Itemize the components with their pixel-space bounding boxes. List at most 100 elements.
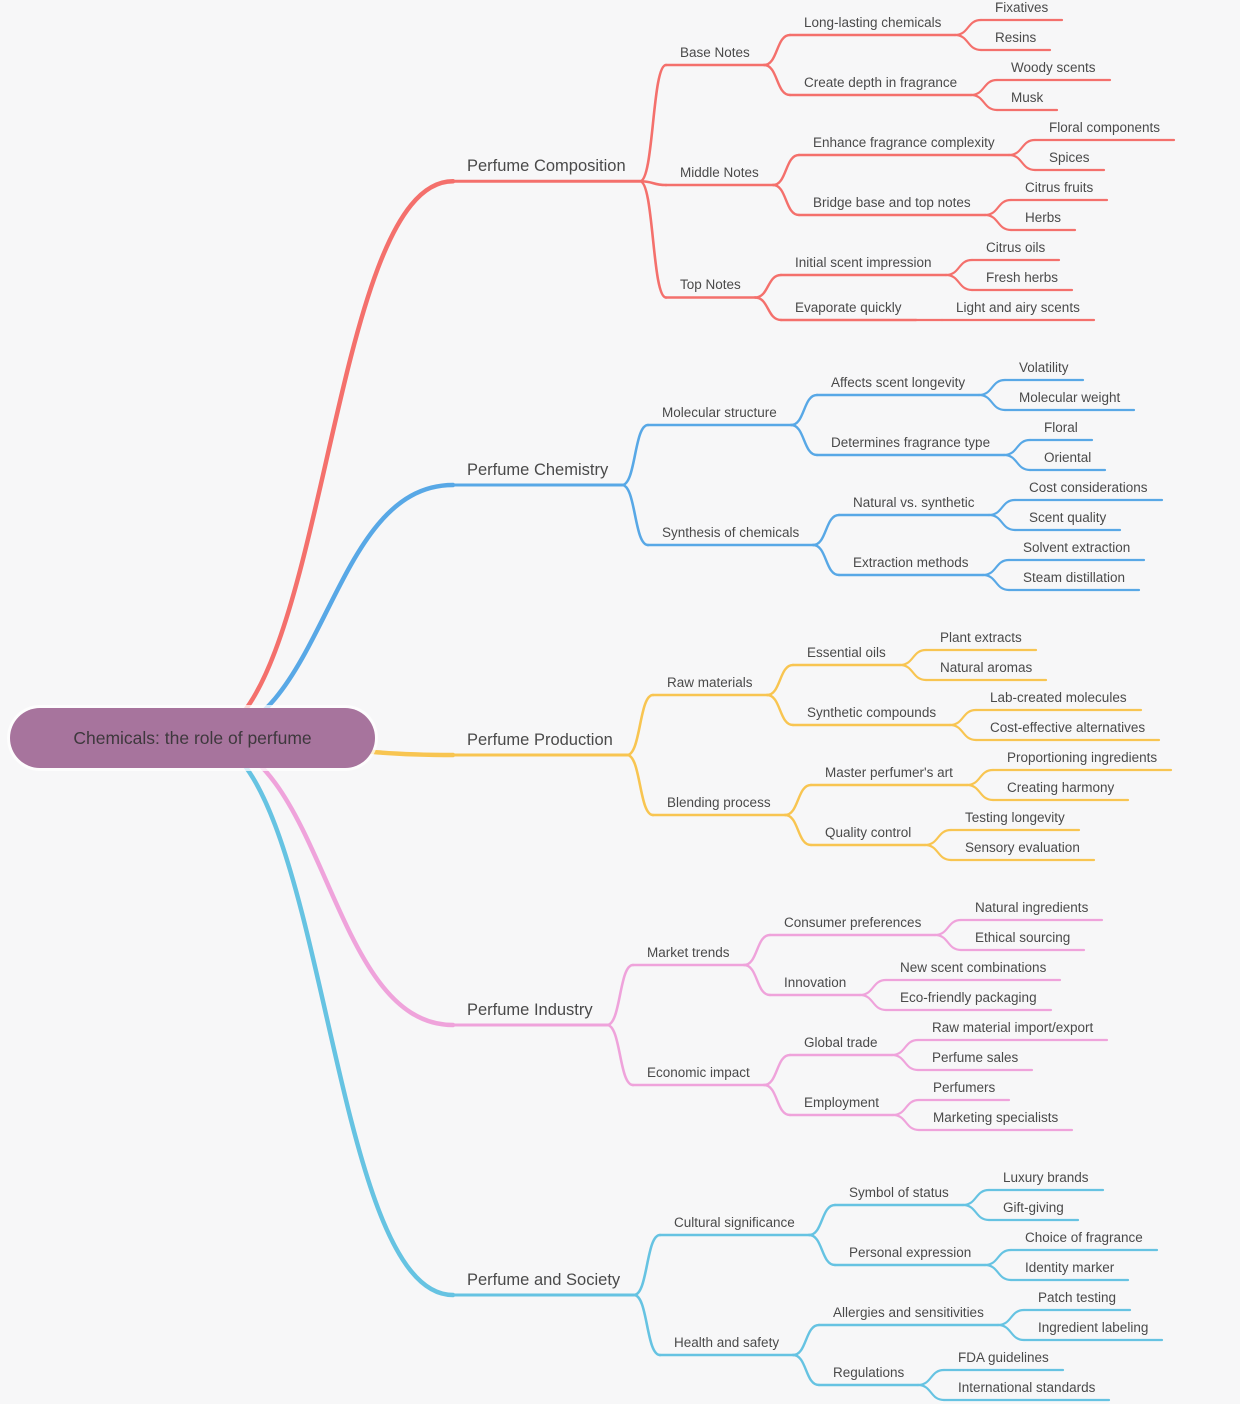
branch-link — [783, 783, 813, 817]
mindmap-node[interactable]: Resins — [995, 29, 1037, 45]
mindmap-node[interactable]: Fixatives — [995, 0, 1049, 15]
mindmap-node[interactable]: Woody scents — [1011, 59, 1096, 75]
mindmap-node[interactable]: Identity marker — [1025, 1259, 1115, 1275]
mindmap-node[interactable]: Lab-created molecules — [990, 689, 1127, 705]
mindmap-node[interactable]: Synthetic compounds — [807, 704, 937, 720]
mindmap-node[interactable]: Creating harmony — [1007, 779, 1115, 795]
mindmap-node[interactable]: Perfume and Society — [467, 1270, 621, 1289]
mindmap-node[interactable]: Essential oils — [807, 644, 886, 660]
mindmap-node[interactable]: Cultural significance — [674, 1214, 795, 1230]
branch-link — [638, 63, 668, 183]
branch-link — [948, 708, 978, 727]
mindmap-node[interactable]: FDA guidelines — [958, 1349, 1049, 1365]
branch-link — [981, 558, 1011, 577]
mindmap-node[interactable]: Testing longevity — [965, 809, 1065, 825]
mindmap-node[interactable]: Employment — [804, 1094, 880, 1110]
mindmap-node[interactable]: International standards — [958, 1379, 1096, 1395]
mindmap-node[interactable]: Long-lasting chemicals — [804, 14, 942, 30]
branch-link — [762, 1083, 792, 1117]
mindmap-node[interactable]: Sensory evaluation — [965, 839, 1080, 855]
mindmap-node[interactable]: Scent quality — [1029, 509, 1107, 525]
mindmap-node[interactable]: Base Notes — [680, 44, 750, 60]
mindmap-node[interactable]: Citrus fruits — [1025, 179, 1094, 195]
mindmap-node[interactable]: Steam distillation — [1023, 569, 1126, 585]
mindmap-node[interactable]: Light and airy scents — [956, 299, 1080, 315]
mindmap-node[interactable]: Consumer preferences — [784, 914, 922, 930]
mindmap-node[interactable]: Cost-effective alternatives — [990, 719, 1146, 735]
branch-link — [762, 63, 792, 97]
mindmap-node[interactable]: Oriental — [1044, 449, 1092, 465]
mindmap-node[interactable]: Luxury brands — [1003, 1169, 1089, 1185]
mindmap-node[interactable]: Symbol of status — [849, 1184, 949, 1200]
branch-link — [983, 1263, 1013, 1282]
mindmap-node[interactable]: Molecular weight — [1019, 389, 1121, 405]
mindmap-node[interactable]: Blending process — [667, 794, 771, 810]
mindmap-node[interactable]: Citrus oils — [986, 239, 1046, 255]
mindmap-node[interactable]: Musk — [1011, 89, 1044, 105]
mindmap-node[interactable]: Raw material import/export — [932, 1019, 1094, 1035]
mindmap-node[interactable]: Determines fragrance type — [831, 434, 991, 450]
mindmap-node[interactable]: Middle Notes — [680, 164, 759, 180]
mindmap-node[interactable]: Perfume Industry — [467, 1000, 593, 1019]
mindmap-node[interactable]: Economic impact — [647, 1064, 750, 1080]
mindmap-node[interactable]: Natural vs. synthetic — [853, 494, 975, 510]
mindmap-node[interactable]: Regulations — [833, 1364, 905, 1380]
mindmap-node[interactable]: Ingredient labeling — [1038, 1319, 1149, 1335]
mindmap-node[interactable]: Fresh herbs — [986, 269, 1059, 285]
mindmap-node[interactable]: Quality control — [825, 824, 912, 840]
mindmap-node[interactable]: Eco-friendly packaging — [900, 989, 1037, 1005]
mindmap-node[interactable]: Patch testing — [1038, 1289, 1117, 1305]
mindmap-node[interactable]: Gift-giving — [1003, 1199, 1064, 1215]
mindmap-node[interactable]: Ethical sourcing — [975, 929, 1071, 945]
branch-link — [983, 213, 1013, 232]
mindmap-node[interactable]: Master perfumer's art — [825, 764, 953, 780]
mindmap-node[interactable]: Natural ingredients — [975, 899, 1089, 915]
branch-link — [197, 482, 456, 741]
root-node[interactable]: Chemicals: the role of perfume — [10, 708, 375, 769]
mindmap-node[interactable]: Perfume Chemistry — [467, 460, 609, 479]
mindmap-node[interactable]: Volatility — [1019, 359, 1069, 375]
mindmap-node[interactable]: Spices — [1049, 149, 1090, 165]
mindmap-node[interactable]: New scent combinations — [900, 959, 1047, 975]
mindmap-node[interactable]: Natural aromas — [940, 659, 1033, 675]
mindmap-node[interactable]: Extraction methods — [853, 554, 969, 570]
mindmap-node[interactable]: Cost considerations — [1029, 479, 1148, 495]
branch-link — [197, 735, 456, 1028]
mindmap-node[interactable]: Floral — [1044, 419, 1078, 435]
mindmap-node[interactable]: Health and safety — [674, 1334, 780, 1350]
mindmap-node[interactable]: Initial scent impression — [795, 254, 932, 270]
mindmap-node[interactable]: Top Notes — [680, 277, 741, 292]
branch-link — [771, 183, 801, 217]
branch-link — [933, 933, 963, 952]
mindmap-node[interactable]: Floral components — [1049, 119, 1161, 135]
mindmap-node[interactable]: Affects scent longevity — [831, 374, 966, 390]
mindmap-node[interactable]: Perfume Composition — [467, 156, 626, 175]
branch-link — [742, 963, 772, 997]
mindmap-node[interactable]: Perfume sales — [932, 1049, 1019, 1065]
mindmap-node[interactable]: Personal expression — [849, 1244, 972, 1260]
branch-link — [923, 843, 953, 862]
mindmap-node[interactable]: Perfumers — [933, 1079, 996, 1095]
mindmap-node[interactable]: Perfume Production — [467, 730, 613, 749]
mindmap-node[interactable]: Bridge base and top notes — [813, 194, 971, 210]
mindmap-node[interactable]: Marketing specialists — [933, 1109, 1059, 1125]
mindmap-node[interactable]: Solvent extraction — [1023, 539, 1131, 555]
branch-link — [632, 1233, 662, 1297]
mindmap-node[interactable]: Molecular structure — [662, 404, 777, 420]
mindmap-node[interactable]: Raw materials — [667, 674, 753, 690]
mindmap-node[interactable]: Enhance fragrance complexity — [813, 134, 995, 150]
branch-link — [898, 663, 928, 682]
mindmap-node[interactable]: Synthesis of chemicals — [662, 524, 800, 540]
mindmap-node[interactable]: Choice of fragrance — [1025, 1229, 1143, 1245]
mindmap-node[interactable]: Proportioning ingredients — [1007, 749, 1158, 765]
mindmap-node[interactable]: Innovation — [784, 974, 847, 990]
mindmap-node[interactable]: Plant extracts — [940, 629, 1022, 645]
mindmap-node[interactable]: Evaporate quickly — [795, 299, 902, 315]
mindmap-node[interactable]: Market trends — [647, 944, 730, 960]
mindmap-node[interactable]: Herbs — [1025, 209, 1062, 225]
branch-link — [983, 1248, 1013, 1267]
mindmap-node[interactable]: Create depth in fragrance — [804, 74, 958, 90]
mindmap-node[interactable]: Global trade — [804, 1034, 878, 1050]
mindmap-node[interactable]: Allergies and sensitivities — [833, 1304, 984, 1320]
